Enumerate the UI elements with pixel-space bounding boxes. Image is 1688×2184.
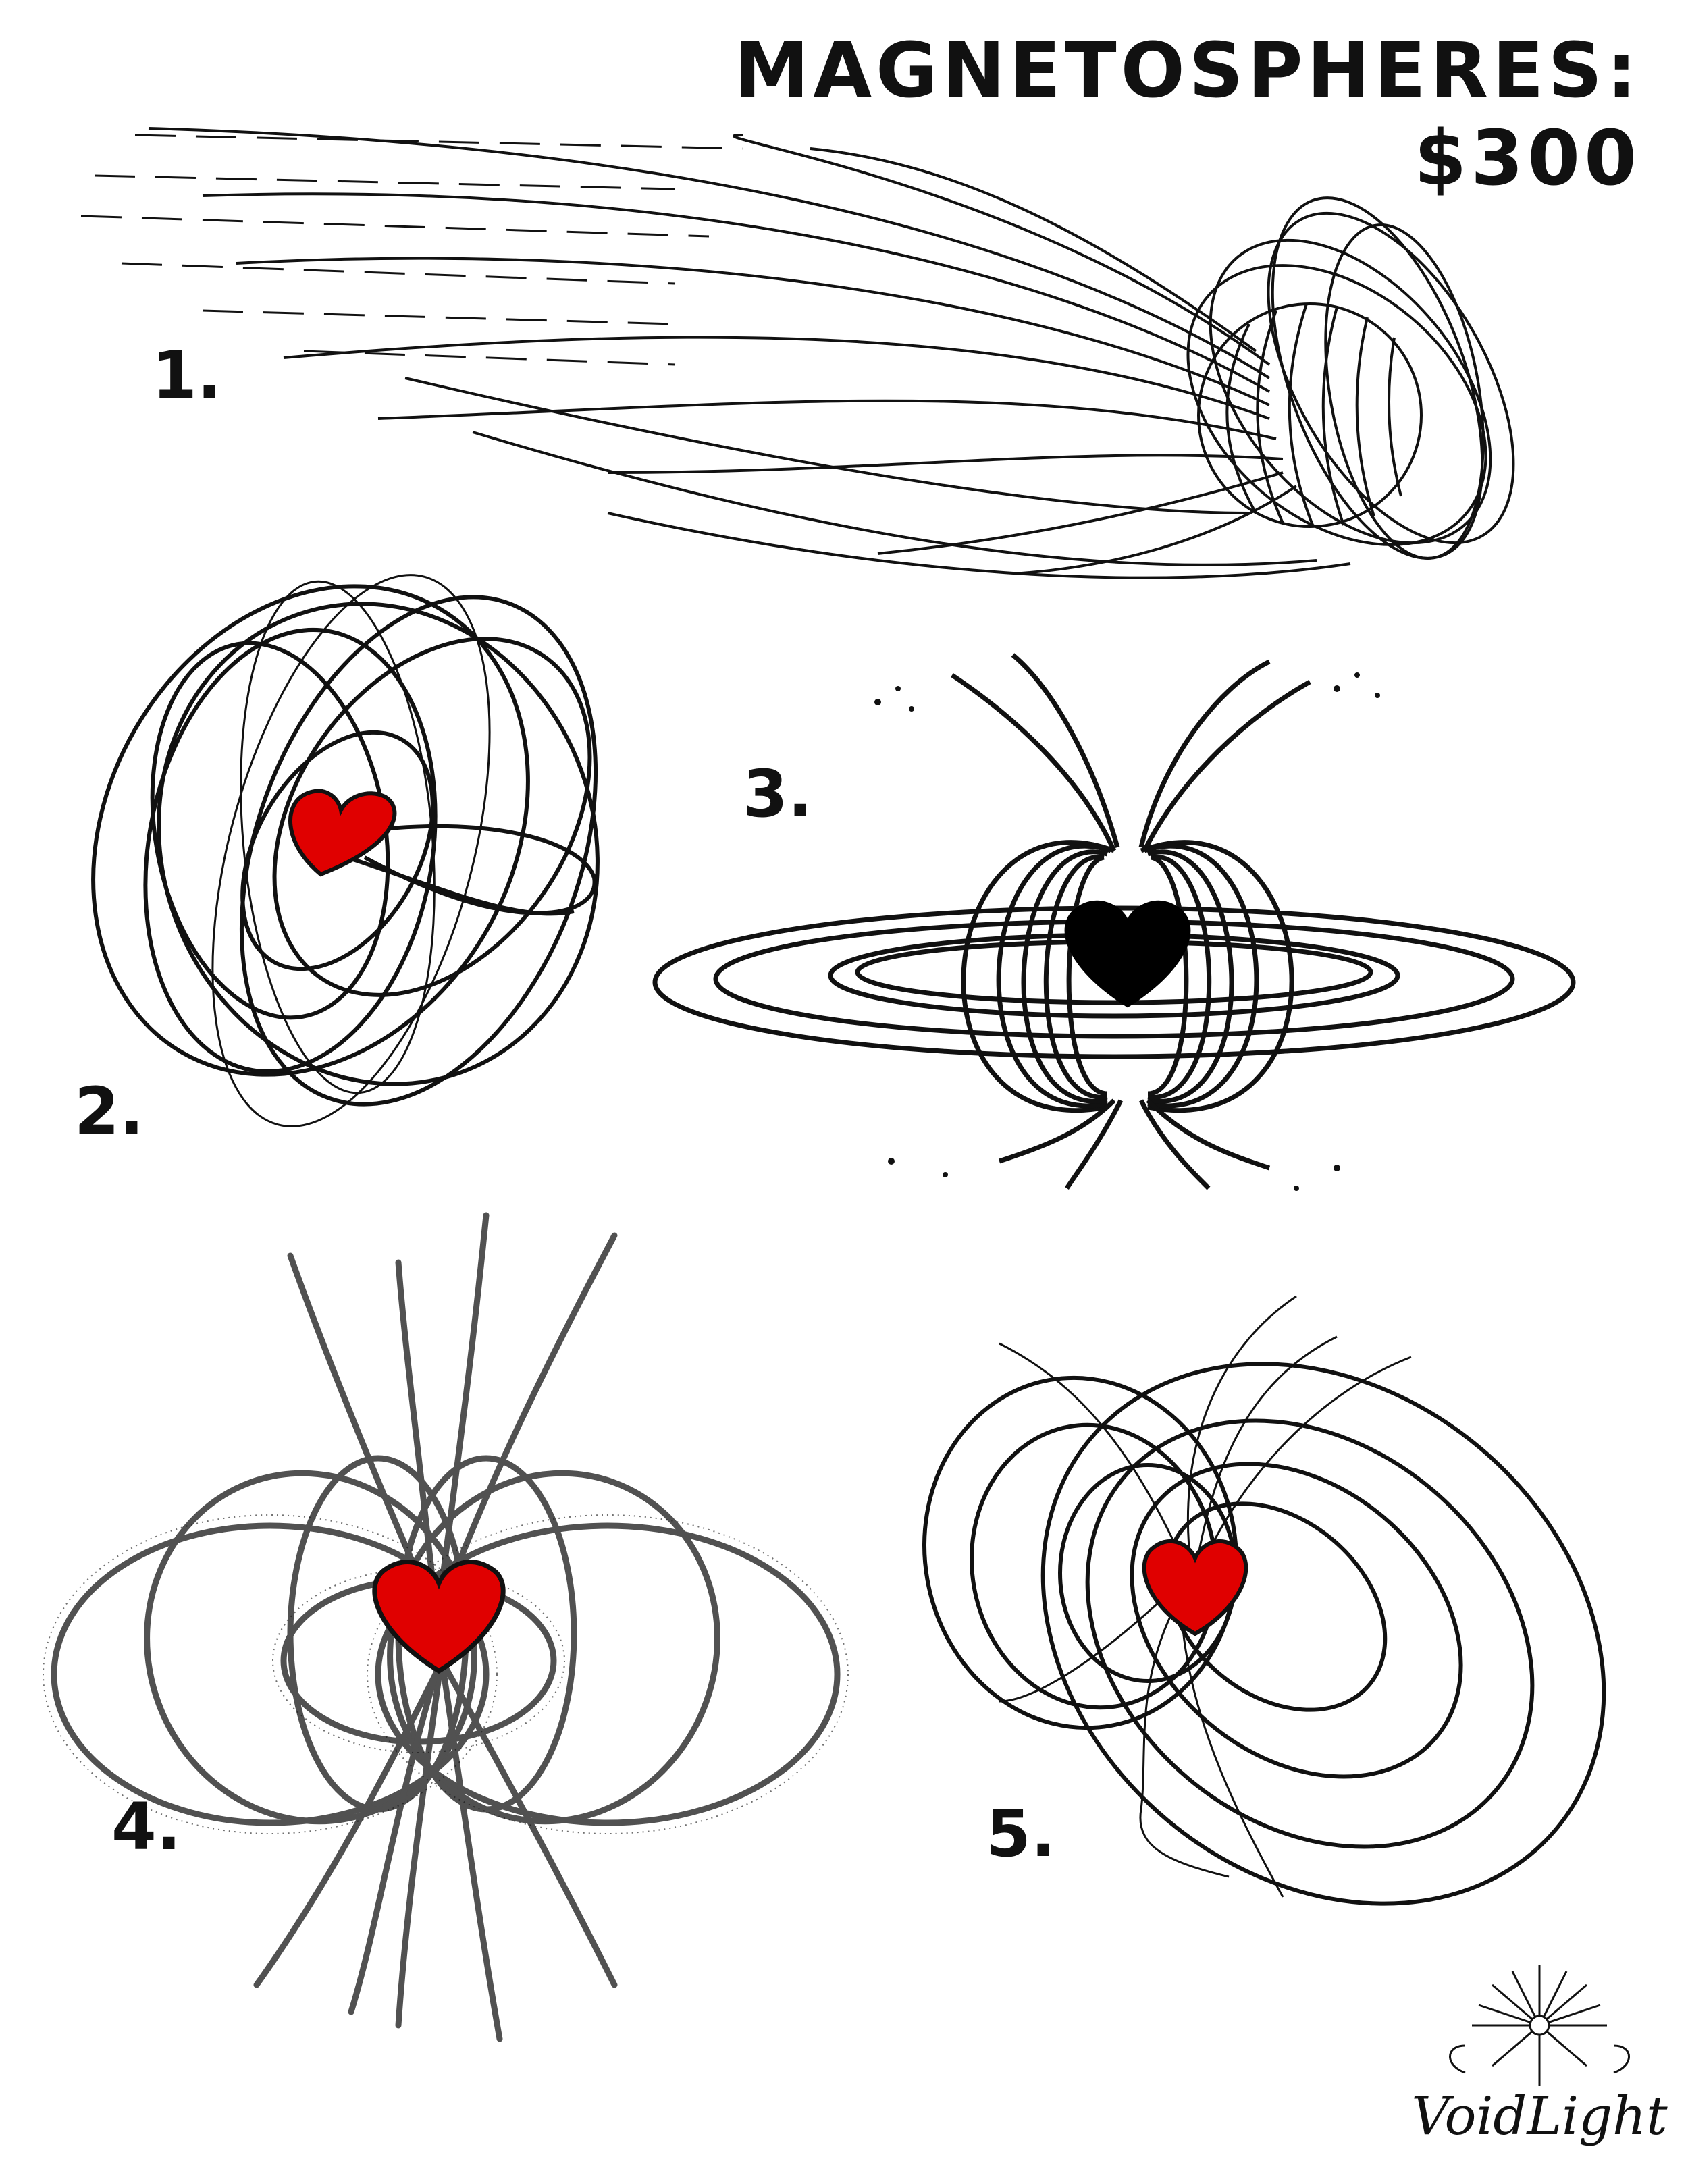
starburst-icon	[1449, 1965, 1630, 2086]
ringed-polar-lines	[951, 653, 1311, 1190]
comet-streak-dashes	[80, 134, 743, 366]
heart-icon	[1064, 900, 1191, 1008]
page-title: MAGNETOSPHERES: $300	[733, 27, 1641, 203]
heart-icon	[288, 789, 397, 877]
heart-icon	[372, 1560, 506, 1674]
design-2-label: 2.	[74, 1073, 144, 1149]
ringed-dots	[874, 672, 1380, 1191]
voidlight-logo: VoidLight	[1404, 1958, 1674, 2174]
design-5-label: 5.	[986, 1796, 1056, 1871]
design-1-label: 1.	[152, 338, 222, 413]
design-3-label: 3.	[743, 756, 813, 832]
comet-tail-lines	[148, 127, 1351, 579]
heart-icon	[1142, 1539, 1248, 1636]
design-4-label: 4.	[111, 1789, 182, 1865]
ringed-field-lobes	[961, 840, 1294, 1113]
comet-rings	[1186, 196, 1515, 560]
voidlight-wordmark: VoidLight	[1411, 2086, 1668, 2147]
